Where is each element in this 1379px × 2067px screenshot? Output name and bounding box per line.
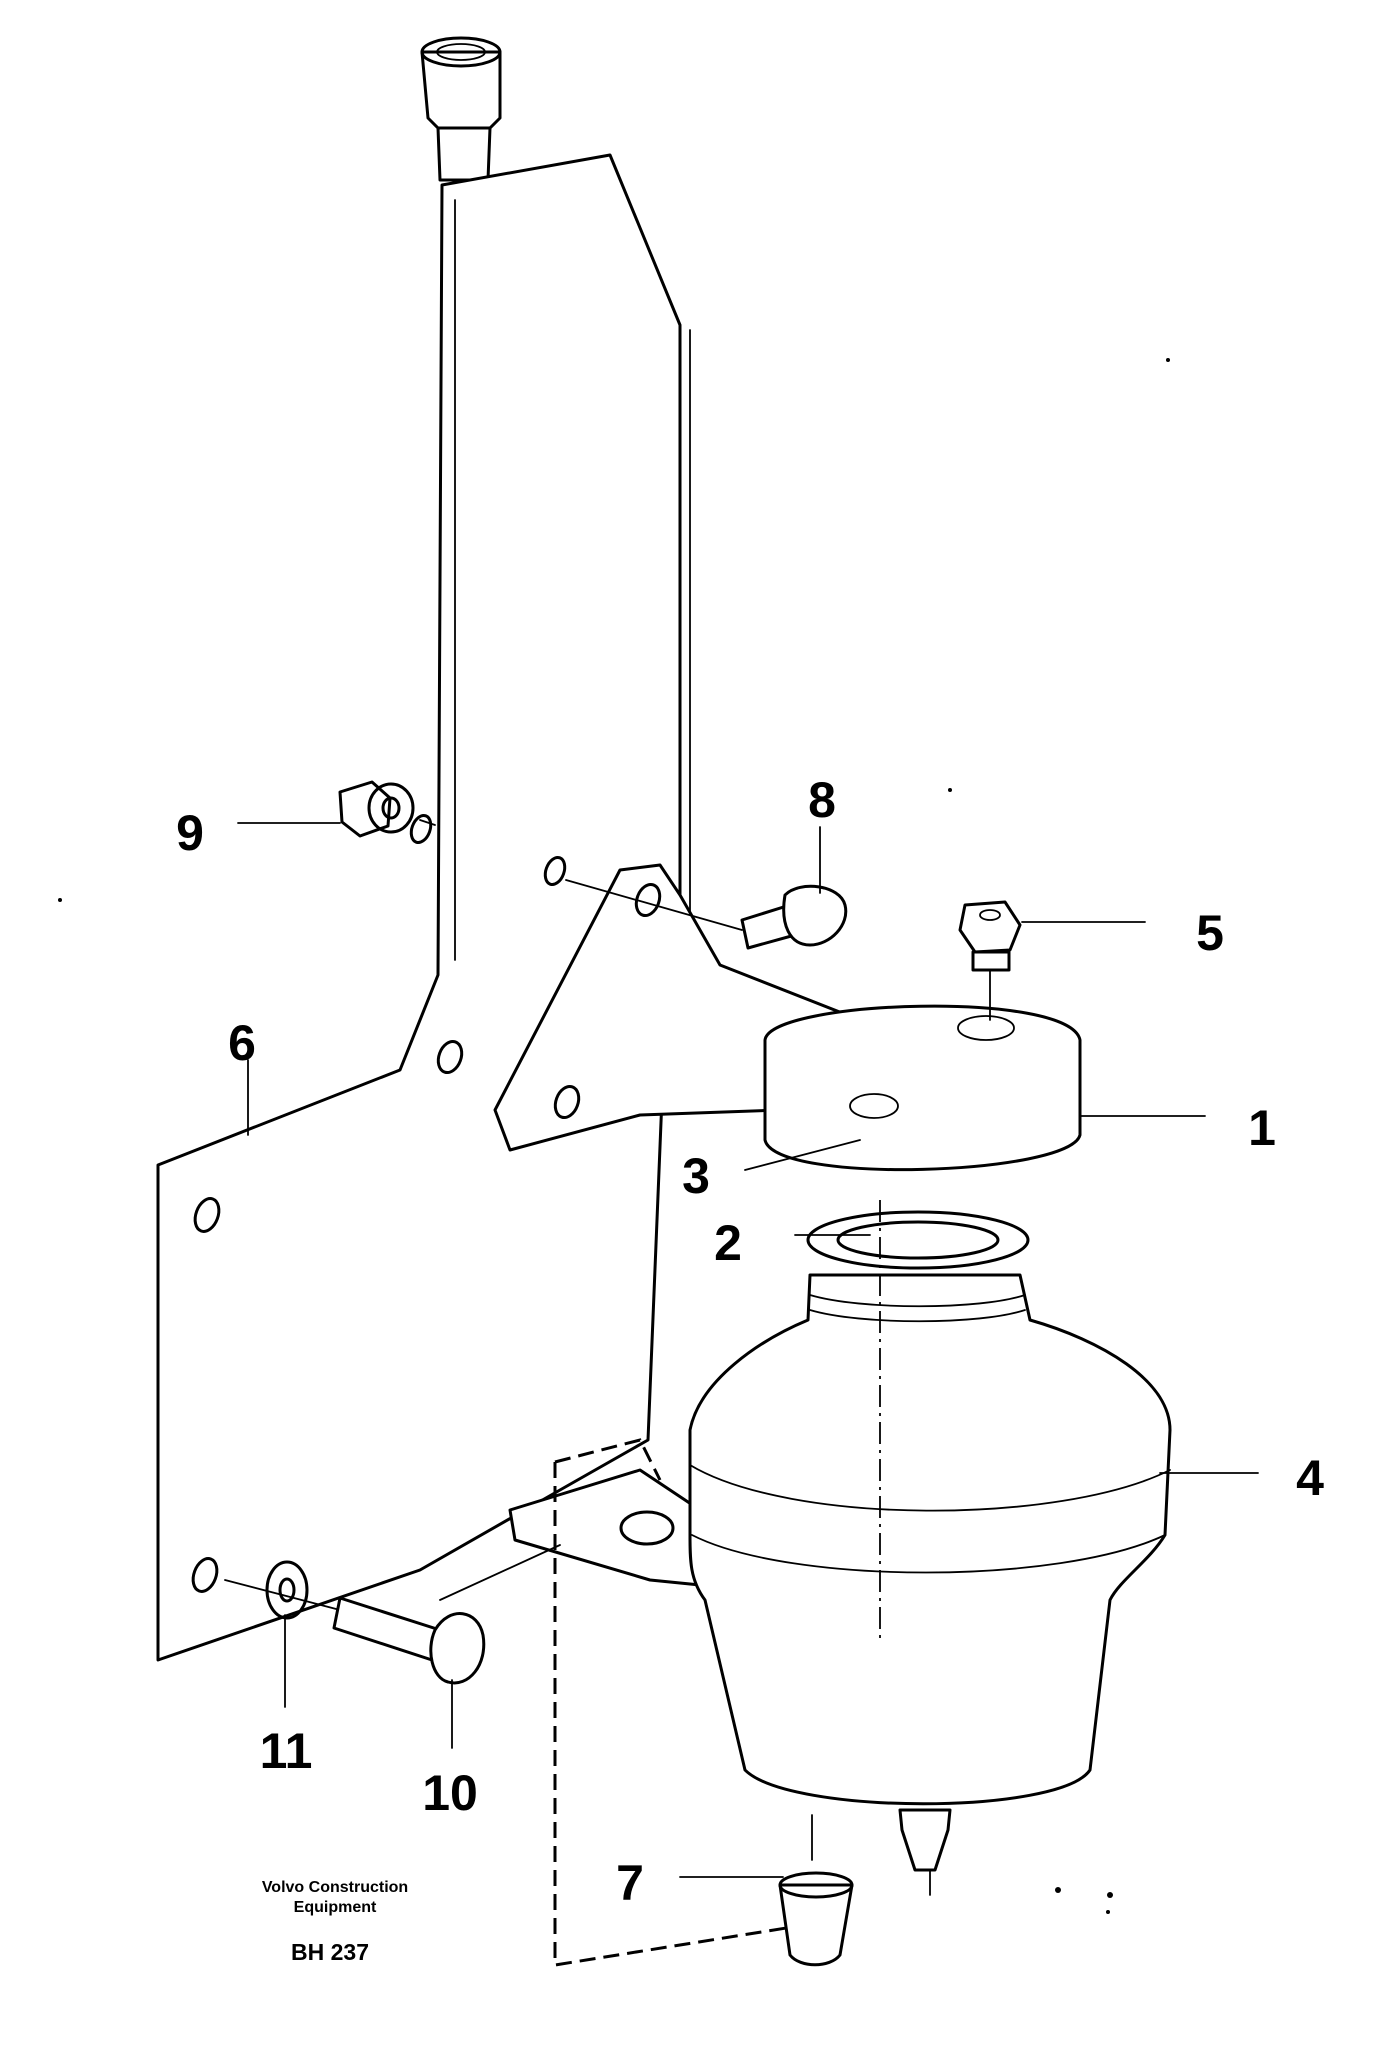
part-10-screw	[224, 1544, 561, 1685]
part-11-washer	[265, 1560, 309, 1620]
drawing-code: BH 237	[291, 1939, 369, 1965]
company-name-line2: Equipment	[294, 1899, 377, 1916]
callout-9: 9	[176, 805, 204, 861]
callout-5: 5	[1196, 905, 1224, 961]
part-9-nut	[338, 780, 436, 838]
part-5-filler-cap	[958, 900, 1022, 1021]
print-specks	[58, 358, 1170, 1914]
callout-10: 10	[422, 1765, 478, 1821]
callout-1: 1	[1248, 1100, 1276, 1156]
callout-4: 4	[1296, 1450, 1324, 1506]
part-8-bolt	[565, 879, 848, 950]
callout-3: 3	[682, 1148, 710, 1204]
part-7-plug	[778, 1871, 854, 1967]
footer-credit: Volvo Construction Equipment BH 237	[262, 1879, 408, 1965]
part-1-reservoir-cap	[763, 1004, 1082, 1172]
company-name-line1: Volvo Construction	[262, 1879, 408, 1896]
part-2-seal-ring	[806, 1210, 1030, 1270]
leader-3	[744, 1139, 861, 1171]
callout-2: 2	[714, 1215, 742, 1271]
callout-8: 8	[808, 772, 836, 828]
callout-labels: 9 8 5 1 3 2 6 4 7 11 10	[176, 772, 1324, 1911]
callout-11: 11	[260, 1723, 313, 1779]
callout-7: 7	[616, 1855, 644, 1911]
leader-lines	[237, 822, 1259, 1878]
part-4-reservoir-bottle	[688, 1200, 1172, 1896]
part-6-bracket-plate	[156, 36, 691, 1662]
callout-6: 6	[228, 1015, 256, 1071]
